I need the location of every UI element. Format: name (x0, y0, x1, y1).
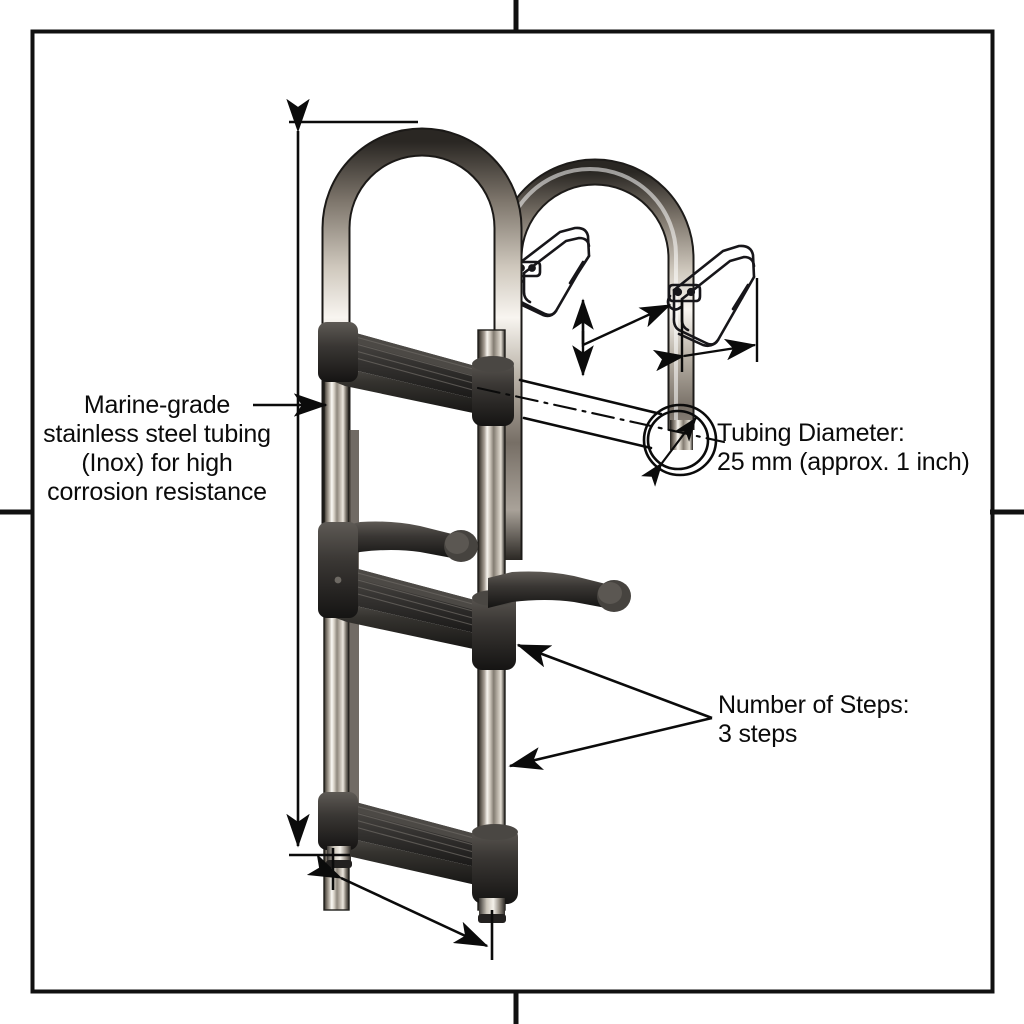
ladder-step-middle (318, 521, 631, 670)
callout-number-of-steps: Number of Steps: 3 steps (718, 691, 910, 748)
callout-marine-grade: Marine-grade stainless steel tubing (Ino… (43, 391, 271, 506)
overall-width-dimension (306, 848, 494, 960)
ladder-front-arch (321, 127, 523, 560)
ladder-foot-left (326, 846, 352, 868)
mounting-hook-detail (509, 226, 756, 348)
number-of-steps-leaders (508, 643, 713, 770)
hook-leader-line (572, 298, 672, 377)
ladder-rear-arch (495, 158, 695, 500)
callout-tubing-diameter: Tubing Diameter: 25 mm (approx. 1 inch) (717, 419, 970, 476)
ladder-rear-left-rail (349, 430, 359, 830)
hook-span-dimension (652, 278, 759, 372)
tube-cross-section-detail (476, 378, 726, 487)
